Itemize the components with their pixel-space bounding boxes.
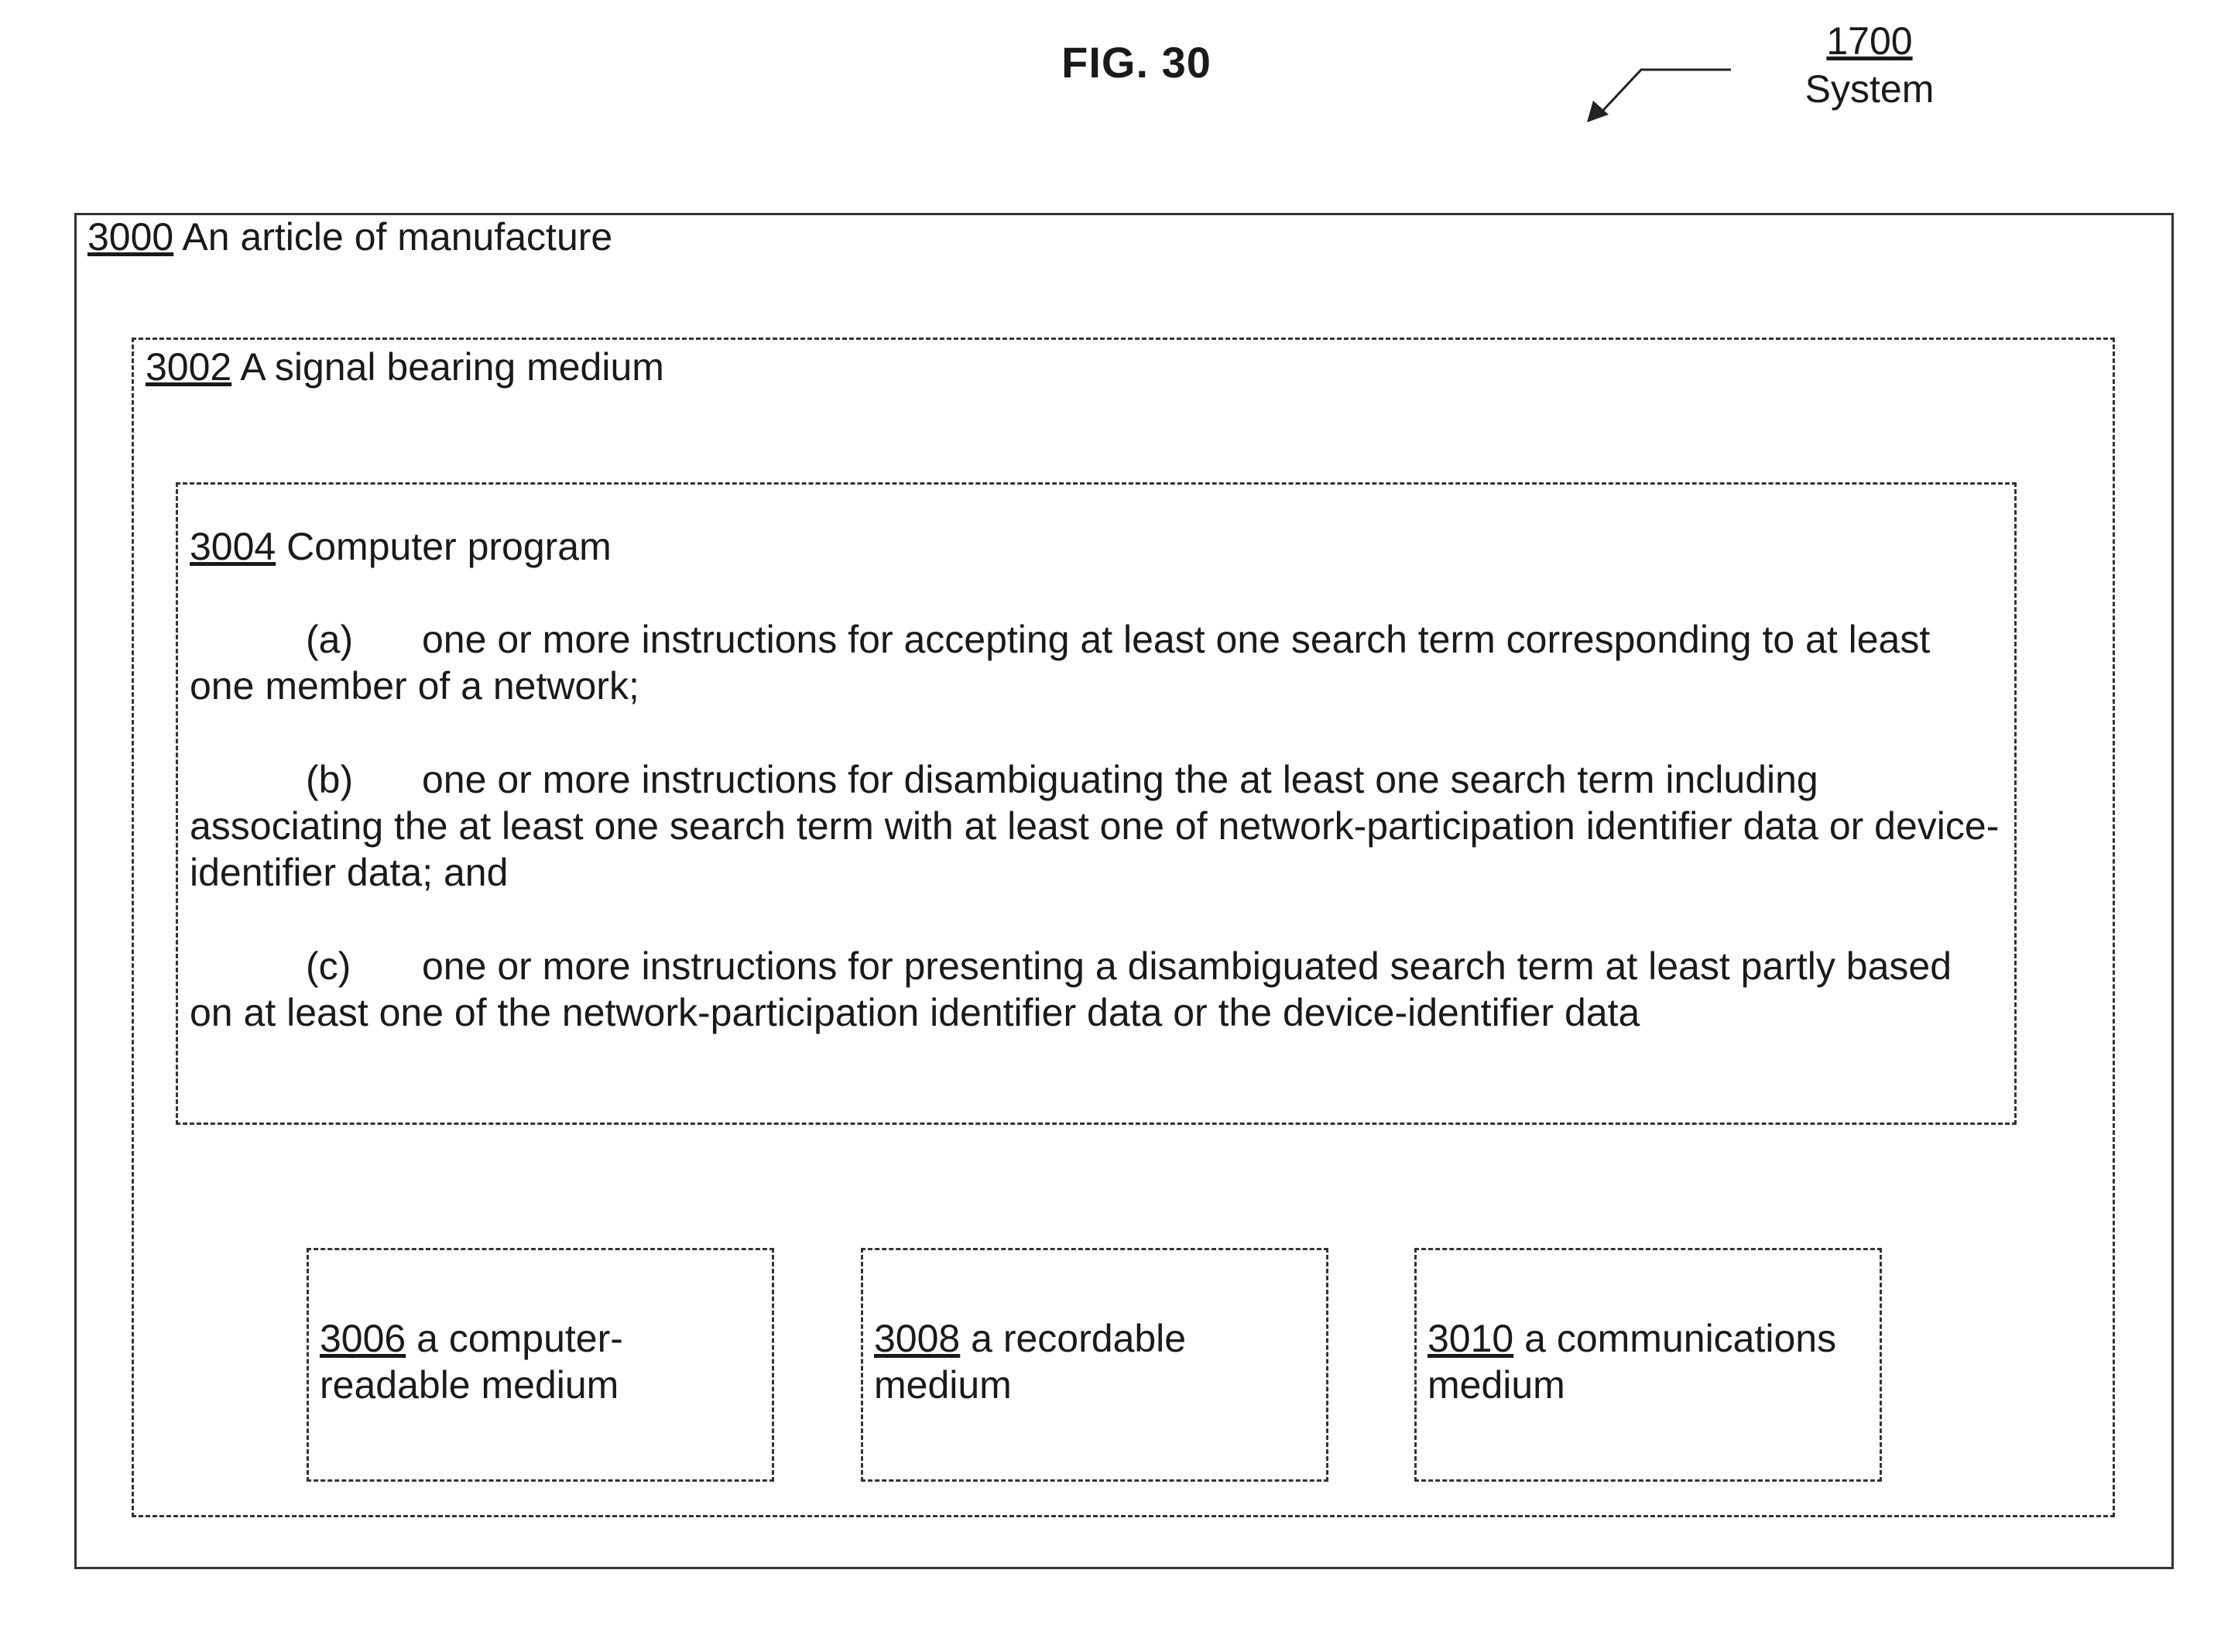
reference-arrow-icon bbox=[0, 0, 2214, 155]
communications-medium-label: 3010 a communications medium bbox=[1427, 1315, 1861, 1408]
instruction-a-tag: (a) bbox=[190, 616, 422, 663]
instruction-b-text: one or more instructions for disambiguat… bbox=[190, 758, 1999, 894]
program-text: Computer program bbox=[286, 525, 612, 568]
article-label: 3000 An article of manufacture bbox=[87, 214, 612, 260]
medium-3006-ref: 3006 bbox=[320, 1317, 406, 1360]
medium-3008-ref: 3008 bbox=[874, 1317, 960, 1360]
program-label: 3004 Computer program bbox=[190, 523, 612, 570]
instruction-c-text: one or more instructions for presenting … bbox=[190, 944, 1952, 1034]
medium-3010-ref: 3010 bbox=[1427, 1317, 1513, 1360]
recordable-medium-label: 3008 a recordable medium bbox=[874, 1315, 1230, 1408]
instruction-b-tag: (b) bbox=[190, 756, 422, 803]
signal-medium-label: 3002 A signal bearing medium bbox=[146, 344, 664, 390]
computer-readable-medium-label: 3006 a computer-readable medium bbox=[320, 1315, 753, 1408]
instruction-a-text: one or more instructions for accepting a… bbox=[190, 618, 1930, 708]
signal-medium-text: A signal bearing medium bbox=[240, 345, 664, 389]
instruction-c: (c)one or more instructions for presenti… bbox=[190, 943, 2001, 1036]
instruction-b: (b)one or more instructions for disambig… bbox=[190, 756, 2001, 896]
signal-medium-ref: 3002 bbox=[146, 345, 231, 389]
article-ref: 3000 bbox=[87, 215, 173, 259]
instruction-c-tag: (c) bbox=[190, 943, 422, 989]
article-text: An article of manufacture bbox=[182, 215, 612, 259]
program-ref: 3004 bbox=[190, 525, 276, 568]
instruction-a: (a)one or more instructions for acceptin… bbox=[190, 616, 2001, 709]
